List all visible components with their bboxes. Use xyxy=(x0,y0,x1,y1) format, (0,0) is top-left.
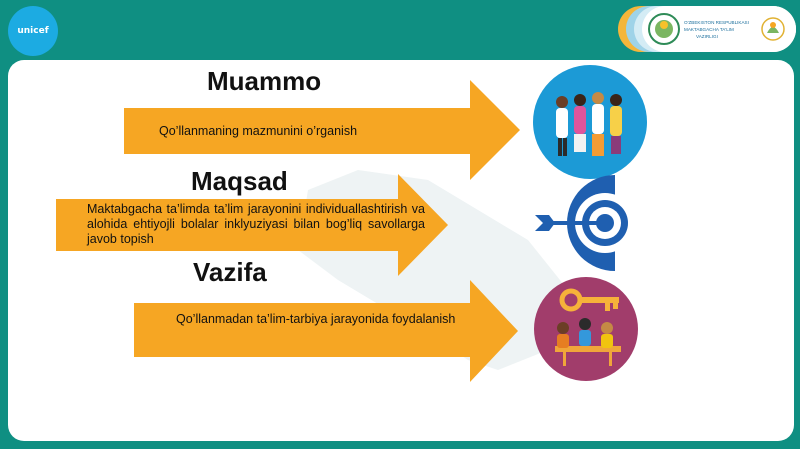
text-maqsad: Maktabgacha ta’limda ta’lim jarayonini i… xyxy=(87,202,425,246)
ministry-logo-band: O'ZBEKISTON RESPUBLIKASI MAKTABGACHA TA'… xyxy=(618,6,796,52)
text-muammo: Qo’llanmaning mazmunini o’rganish xyxy=(159,124,358,138)
ministry-name-line1: O'ZBEKISTON RESPUBLIKASI xyxy=(684,20,749,25)
heading-vazifa: Vazifa xyxy=(193,257,267,287)
unicef-logo-text: unicef xyxy=(17,25,49,36)
target-arrow-icon xyxy=(535,175,635,271)
arrow-vazifa xyxy=(134,280,518,382)
ministry-name-line2: MAKTABGACHA TA'LIM xyxy=(684,27,734,32)
women-group-icon xyxy=(533,65,647,179)
content-panel: Muammo Qo’llanmaning mazmunini o’rganish… xyxy=(8,60,794,441)
ministry-name-line3: VAZIRLIGI xyxy=(696,34,718,39)
text-vazifa: Qo’llanmadan ta’lim-tarbiya jarayonida f… xyxy=(176,312,456,326)
heading-maqsad: Maqsad xyxy=(191,166,288,196)
arrow-maqsad xyxy=(56,174,448,276)
team-key-icon xyxy=(534,277,638,381)
heading-muammo: Muammo xyxy=(207,66,322,96)
arrow-muammo xyxy=(124,80,520,180)
unicef-logo: unicef xyxy=(8,6,58,56)
